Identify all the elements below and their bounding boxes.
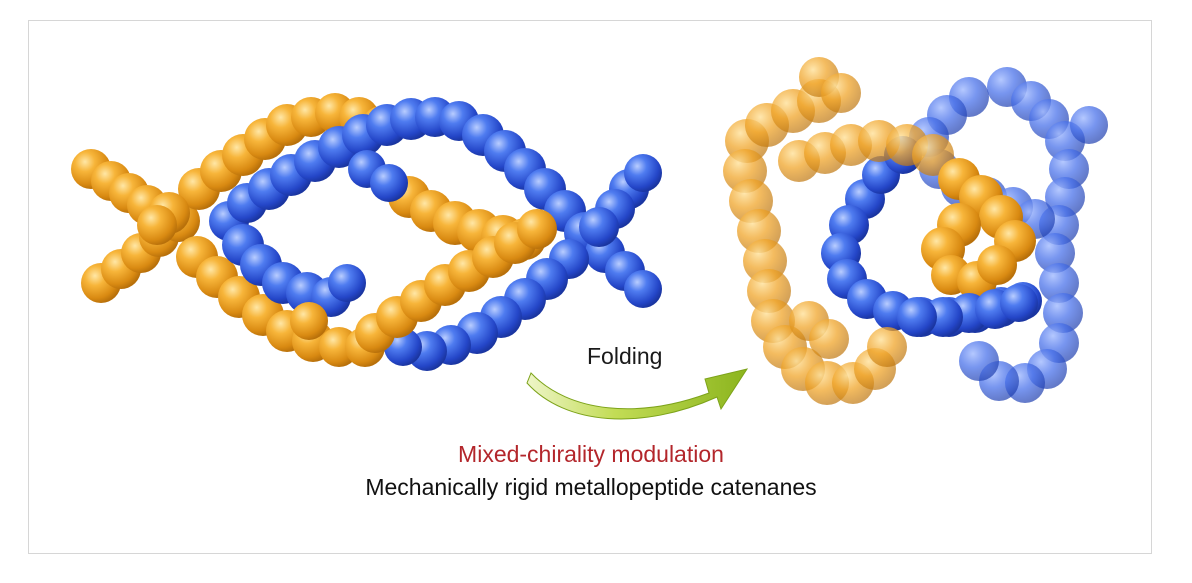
figure-frame: Folding Mixed-chirality modulation Mecha… [28, 20, 1152, 554]
left-catenane-orange-front [137, 192, 557, 353]
figure-artwork [71, 57, 1108, 420]
figure-title: Mixed-chirality modulation [458, 441, 724, 467]
left-catenane-blue-strand [209, 97, 662, 371]
folding-arrow [526, 368, 749, 420]
right-catenane-orange-core [921, 158, 1036, 301]
right-catenane-orange-strand [723, 57, 954, 405]
folding-label: Folding [587, 343, 663, 369]
figure-subtitle: Mechanically rigid metallopeptide catena… [365, 474, 817, 500]
right-catenane-blue-front [897, 284, 1038, 337]
